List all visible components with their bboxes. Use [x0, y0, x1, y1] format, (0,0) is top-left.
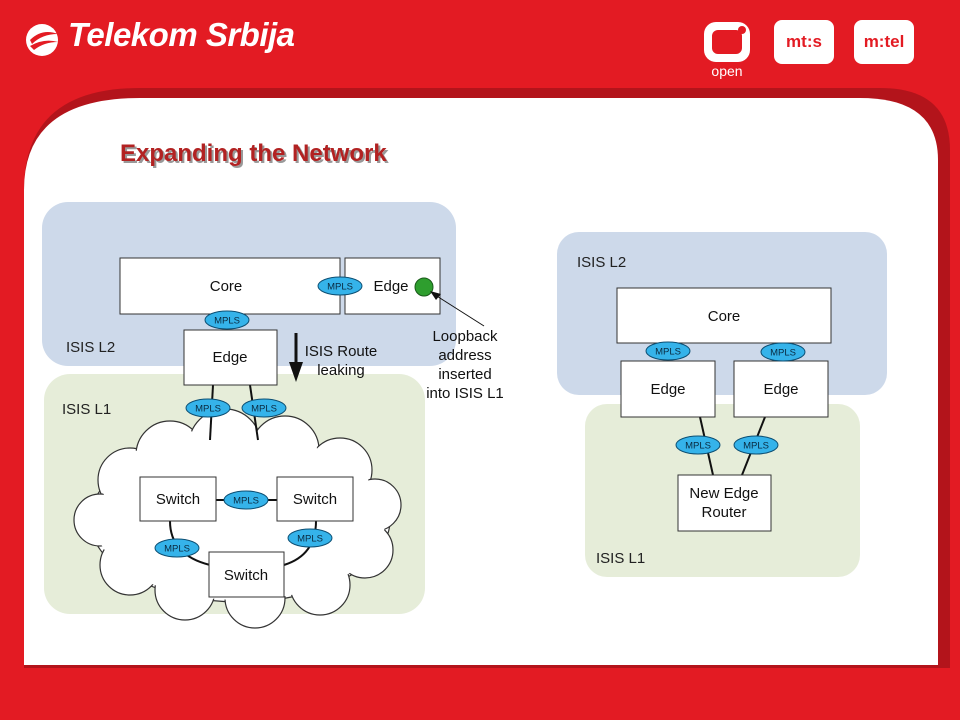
mpls-tag-edge-left: MPLS: [195, 404, 221, 415]
right-new-edge-label-2: Router: [701, 504, 746, 521]
left-edge-l2-label: Edge: [373, 278, 408, 295]
svg-text:into ISIS L1: into ISIS L1: [426, 385, 504, 402]
right-l1-label: ISIS L1: [596, 550, 645, 567]
mpls-tag-core-edge-right-shape: [760, 342, 806, 362]
mpls-tag-edge-right-new-shape: [733, 435, 779, 455]
mpls-tag-switch-right-shape: [287, 528, 333, 548]
mpls-tag-edge-left-shape: [185, 398, 231, 418]
mpls-tag-edge-right: MPLS: [251, 404, 277, 415]
left-edge-label: Edge: [212, 349, 247, 366]
right-new-edge-box: [677, 474, 772, 532]
left-switch-1-label: Switch: [156, 491, 200, 508]
left-switch-1-box: [139, 476, 217, 522]
mpls-tag-core-edge: MPLS: [327, 282, 353, 293]
mpls-tag-core-edge-right: MPLS: [770, 348, 796, 359]
left-l2-label: ISIS L2: [66, 339, 115, 356]
mpls-tag-switch-right: MPLS: [297, 534, 323, 545]
mpls-tag-core-down-shape: [204, 310, 250, 330]
left-l1-label: ISIS L1: [62, 401, 111, 418]
mpls-tag-core-edge-left: MPLS: [655, 347, 681, 358]
right-new-edge-label-1: New Edge: [689, 485, 758, 502]
brand-name: Telekom Srbija: [68, 16, 295, 53]
right-core-label: Core: [708, 308, 741, 325]
left-switch-3-box: [208, 551, 285, 598]
mpls-tag-edge-right-new: MPLS: [743, 441, 769, 452]
svg-text:address: address: [438, 347, 491, 364]
right-edge-left-box: [620, 360, 716, 418]
right-edge-right-label: Edge: [763, 381, 798, 398]
mpls-tag-edge-left-new: MPLS: [685, 441, 711, 452]
right-l2-label: ISIS L2: [577, 254, 626, 271]
left-core-label: Core: [210, 278, 243, 295]
left-core-box: [119, 257, 341, 315]
left-switch-2-label: Switch: [293, 491, 337, 508]
left-switch-3-label: Switch: [224, 567, 268, 584]
loopback-dot: [414, 277, 434, 297]
mtel-logo: m:tel: [854, 20, 914, 64]
mts-logo: mt:s: [774, 20, 834, 64]
route-leak-label: ISIS Route leaking: [305, 343, 378, 379]
mpls-tag-core-edge-shape: [317, 276, 363, 296]
left-switch-2-box: [276, 476, 354, 522]
right-edge-left-label: Edge: [650, 381, 685, 398]
mpls-tag-switch-mid: MPLS: [233, 496, 259, 507]
left-mpls-tags: MPLS MPLS MPLS MPLS MPLS MPLS MPLS: [154, 276, 363, 558]
svg-text:inserted: inserted: [438, 366, 491, 383]
svg-text:ISIS Route: ISIS Route: [305, 343, 378, 360]
mpls-tag-edge-right-shape: [241, 398, 287, 418]
left-edge-box: [183, 329, 278, 386]
mpls-tag-edge-left-new-shape: [675, 435, 721, 455]
page-title: Expanding the Network: [120, 140, 387, 167]
mpls-tag-switch-left: MPLS: [164, 544, 190, 555]
mpls-tag-switch-mid-shape: [223, 490, 269, 510]
loopback-annotation: Loopback address inserted into ISIS L1: [426, 328, 504, 402]
mpls-tag-core-edge-left-shape: [645, 341, 691, 361]
telekom-swoosh-icon: [26, 24, 58, 56]
open-logo-text: open: [711, 63, 742, 79]
right-core-box: [616, 287, 832, 344]
right-mpls-tags: MPLS MPLS MPLS MPLS: [645, 341, 806, 455]
title-shadow: Expanding the Network: [122, 142, 389, 169]
mpls-tag-core-down: MPLS: [214, 316, 240, 327]
mpls-tag-switch-left-shape: [154, 538, 200, 558]
svg-text:Loopback: Loopback: [432, 328, 498, 345]
svg-text:leaking: leaking: [317, 362, 365, 379]
open-logo: open: [704, 22, 750, 79]
